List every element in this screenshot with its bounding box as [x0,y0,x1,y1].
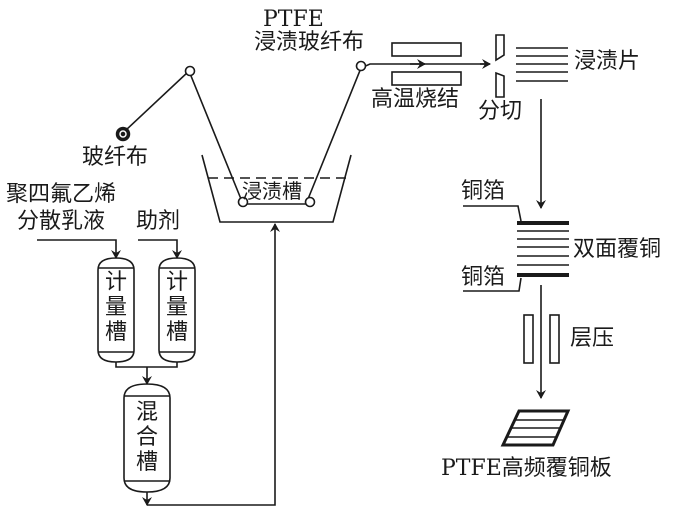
label-sintering: 高温烧结 [371,87,460,112]
metering-tank-2 [158,257,196,363]
label-cutting: 分切 [478,99,523,124]
label-double-side-copper: 双面覆铜 [573,237,662,262]
guide-roller-top-left [184,65,196,77]
label-impregnated-cloth: 浸渍玻纤布 [254,30,365,55]
metering-tank-1 [97,257,135,363]
label-additive: 助剂 [136,209,181,234]
glass-cloth-roll-icon [115,126,131,142]
label-metering-tank-2: 计量槽 [165,270,188,345]
sintering-oven-bottom [391,71,462,86]
label-ptfe: PTFE [263,7,324,32]
guide-roller-tank-left [237,196,249,208]
label-copper-foil-top: 铜箔 [461,179,506,204]
label-prepreg: 浸渍片 [574,49,641,74]
label-product: PTFE高频覆铜板 [441,456,612,481]
impregnation-tank [201,154,352,223]
cutter-bottom-icon [495,71,505,98]
cutter-top-icon [495,34,505,62]
label-ptfe-emulsion-line1: 聚四氟乙烯 [6,182,117,207]
ptfe-board-icon [500,409,571,447]
sintering-oven-top [391,42,462,57]
label-ptfe-emulsion-line2: 分散乳液 [17,209,106,234]
copper-clad-stack-icon [517,221,569,277]
label-metering-tank-1: 计量槽 [104,270,127,345]
label-glass-cloth: 玻纤布 [82,145,149,170]
prepreg-sheets-icon [516,47,568,82]
lamination-plate-left [523,314,534,364]
label-mixing-tank: 混合槽 [135,400,158,475]
mixing-tank [123,383,171,493]
label-copper-foil-bottom: 铜箔 [461,265,506,290]
label-impregnation-tank: 浸渍槽 [242,179,302,203]
guide-roller-top-right [355,60,367,72]
guide-roller-tank-right [304,196,316,208]
lamination-plate-right [549,314,560,364]
label-lamination: 层压 [570,326,615,351]
